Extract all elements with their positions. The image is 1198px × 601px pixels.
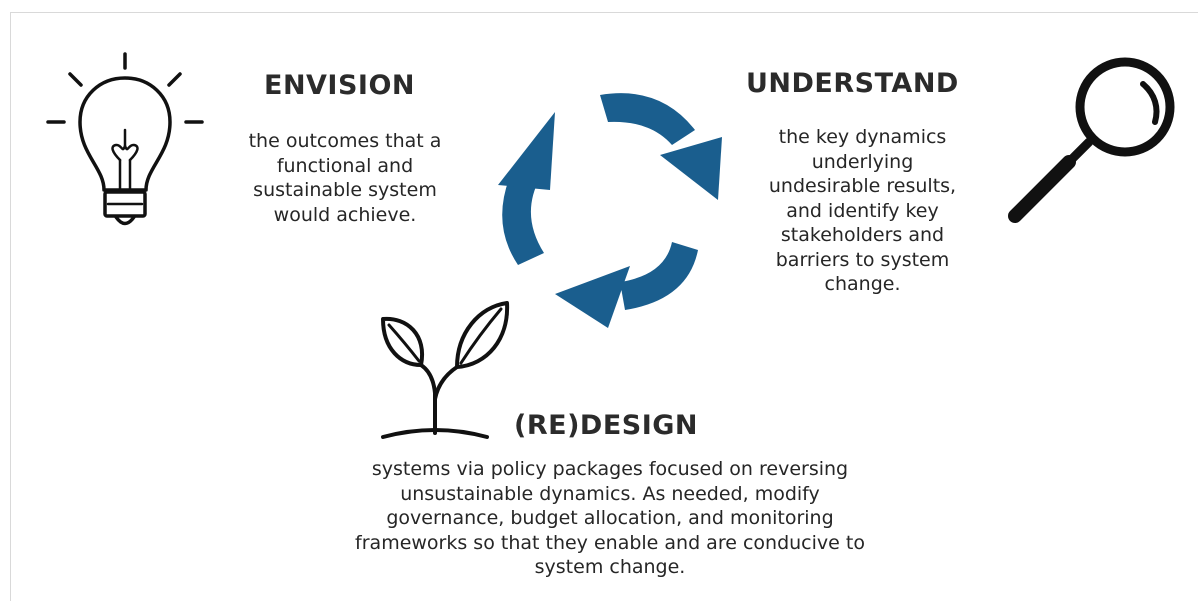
cycle-arrowhead-redesign — [555, 266, 630, 328]
understand-description: the key dynamics underlying undesirable … — [768, 126, 957, 295]
diagram-frame — [10, 12, 1198, 601]
cycle-arrows-icon — [498, 93, 722, 328]
sprout-icon — [381, 301, 510, 439]
magnifying-glass-icon — [1008, 57, 1175, 223]
cycle-arrow-redesign — [620, 242, 698, 310]
cycle-arrowhead-understand — [660, 137, 722, 200]
cycle-arrow-envision — [502, 165, 544, 265]
understand-title: UNDERSTAND — [746, 68, 959, 99]
envision-title: ENVISION — [264, 70, 416, 101]
envision-description: the outcomes that a functional and susta… — [248, 130, 442, 226]
cycle-arrowhead-envision — [498, 112, 555, 190]
redesign-title: (RE)DESIGN — [514, 410, 699, 441]
cycle-arrow-understand — [600, 93, 695, 145]
lightbulb-icon — [46, 52, 204, 226]
redesign-description: systems via policy packages focused on r… — [355, 458, 865, 578]
